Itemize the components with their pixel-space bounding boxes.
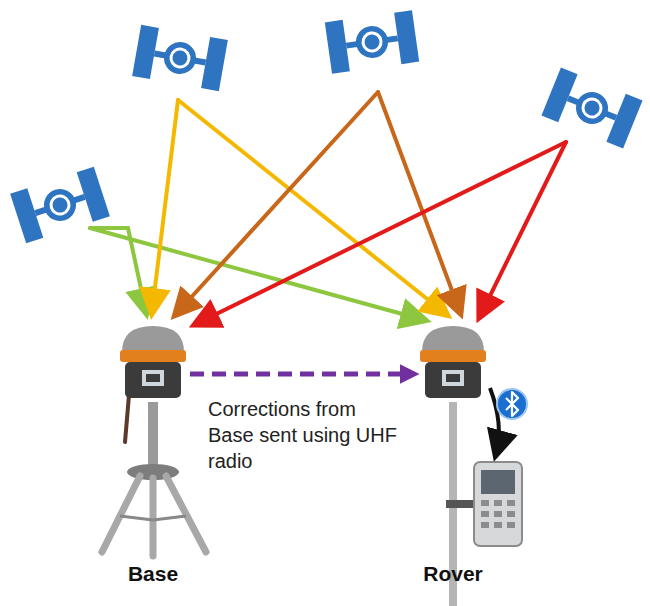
gnss-receiver: Base (118, 322, 188, 402)
gnss-receiver: Rover (418, 322, 488, 402)
receiver-shape (418, 322, 488, 402)
radio-link-arrow (190, 372, 412, 377)
link-label: Corrections from Base sent using UHF rad… (208, 396, 398, 474)
station-label: Rover (423, 562, 483, 586)
station-label: Base (128, 562, 178, 586)
receiver-shape (118, 322, 188, 402)
